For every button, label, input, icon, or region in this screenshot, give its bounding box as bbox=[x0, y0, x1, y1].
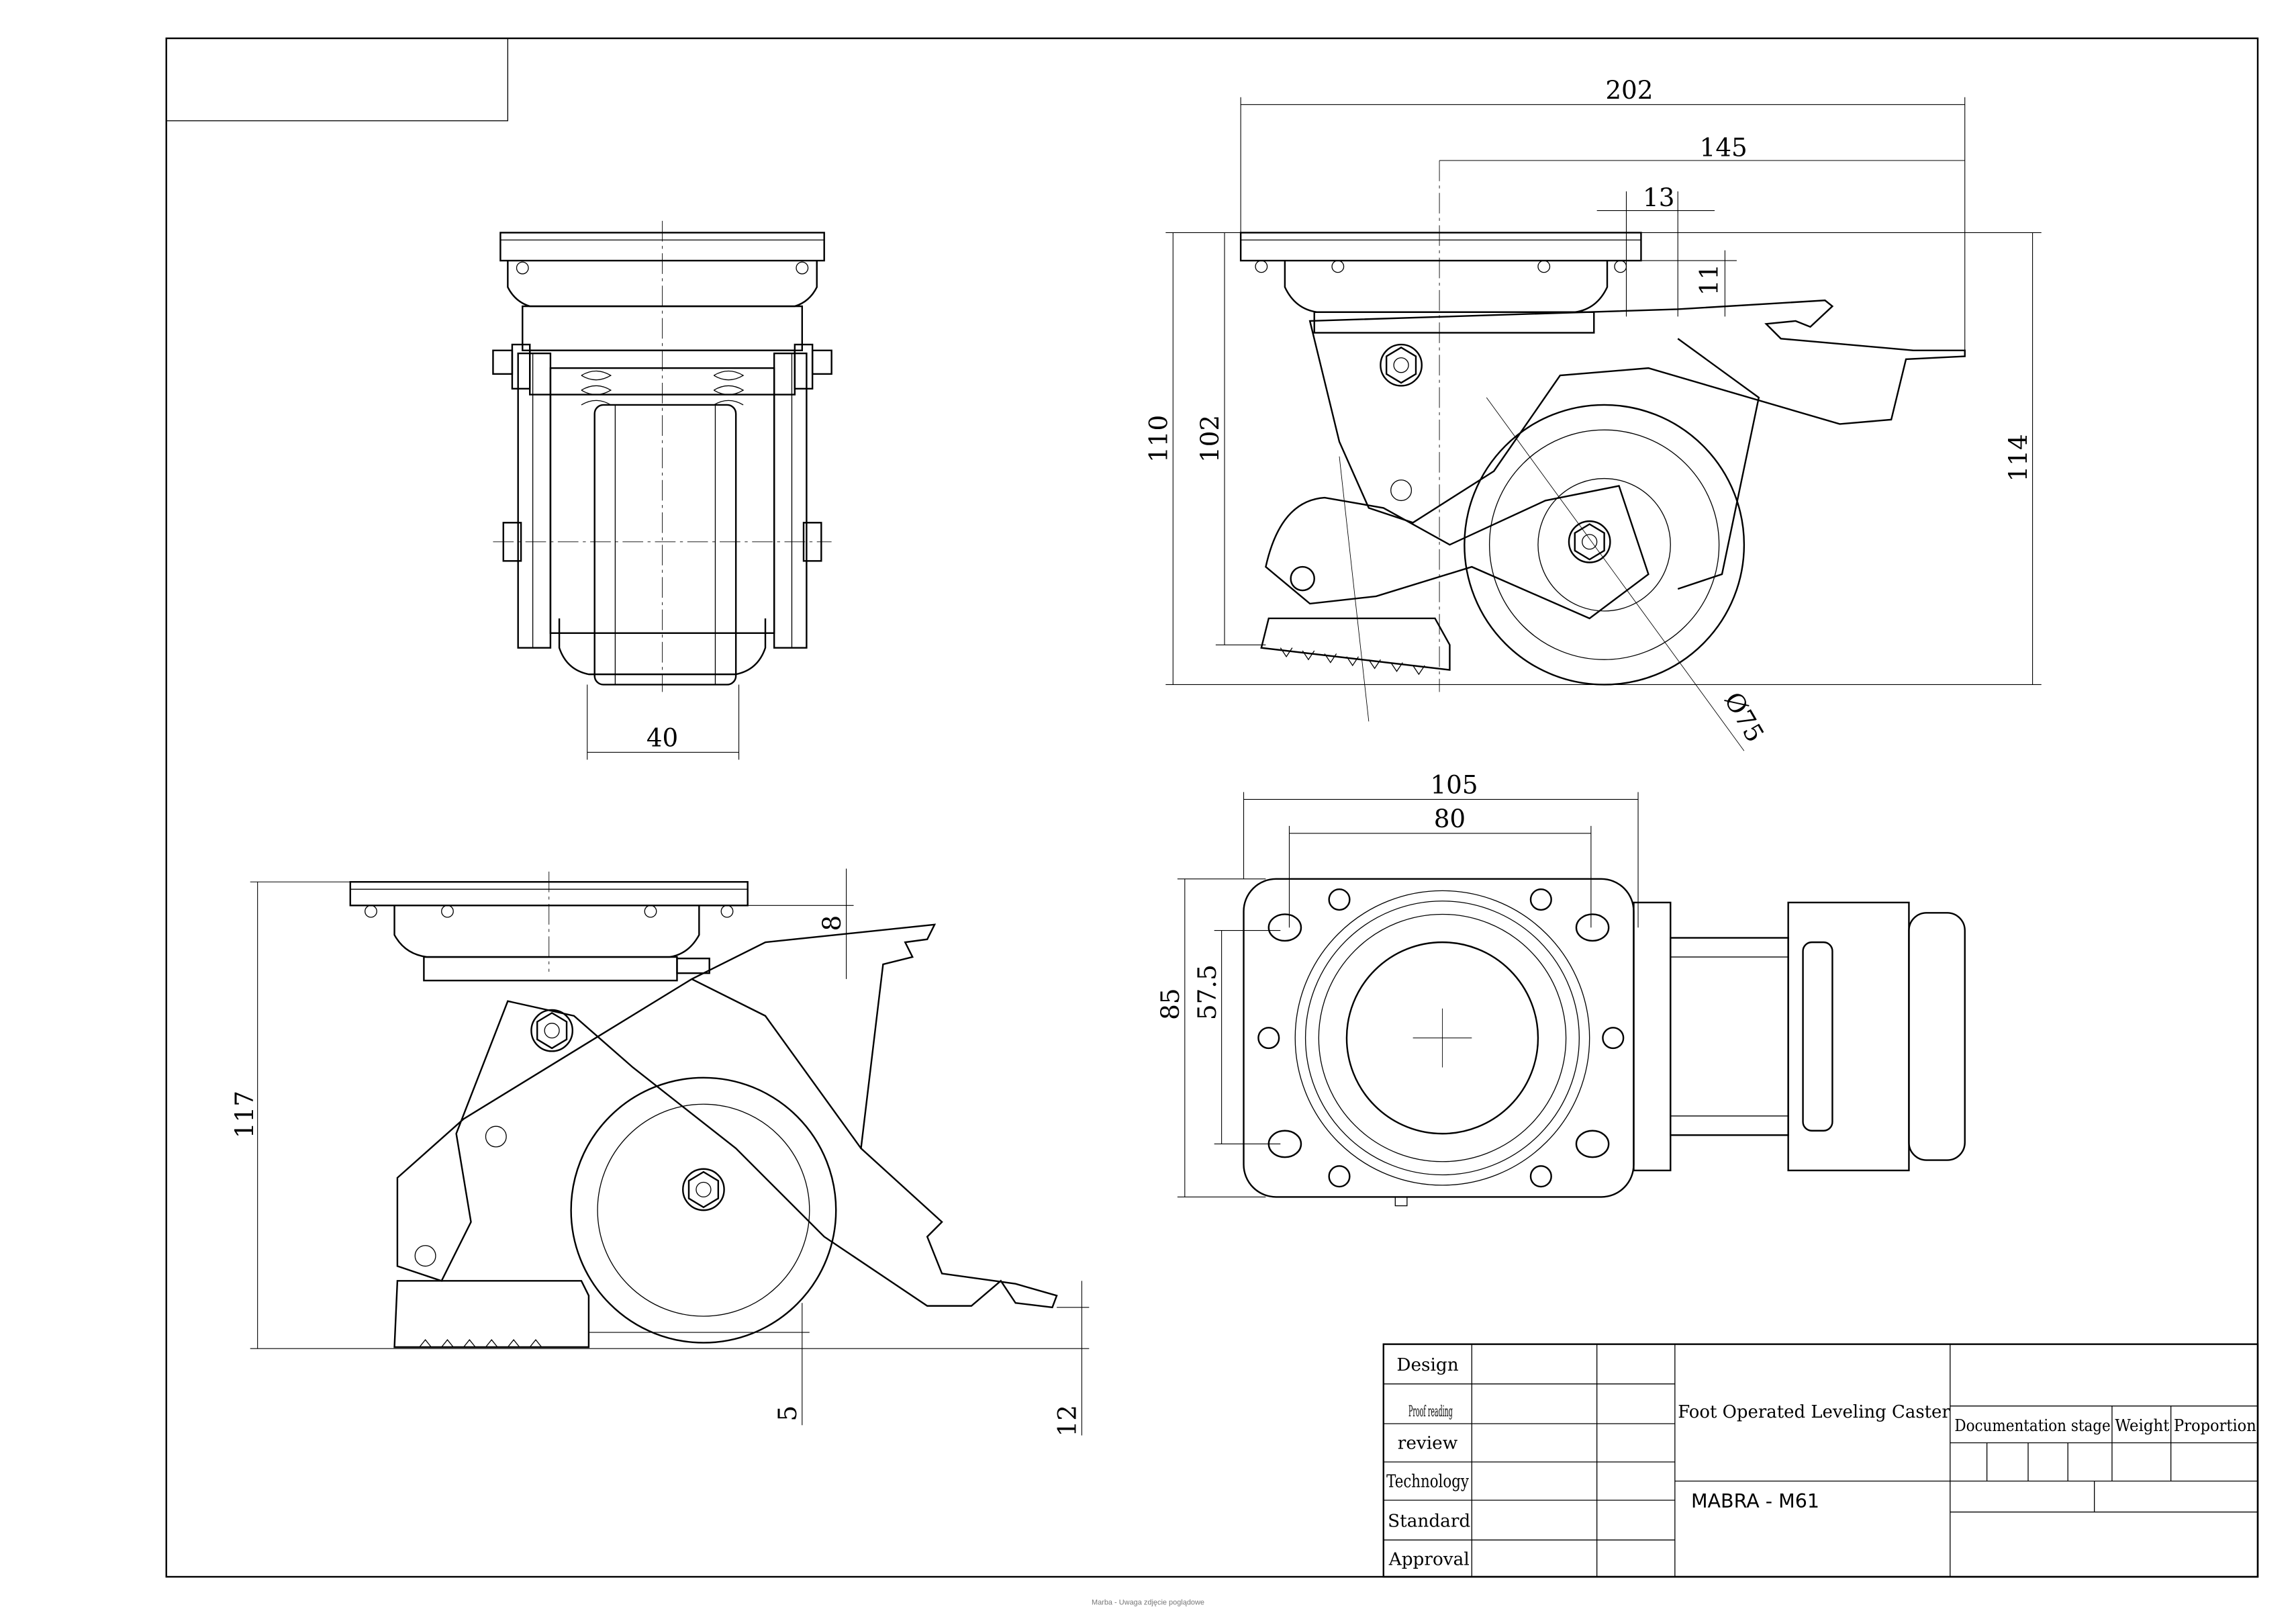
title-block-header: Weight bbox=[2115, 1416, 2169, 1435]
dim-label: 202 bbox=[1605, 75, 1653, 105]
dim-label: 13 bbox=[1643, 183, 1674, 212]
corner-box bbox=[166, 38, 509, 122]
dims-top-view: 105 80 85 57.5 bbox=[1155, 770, 1639, 1197]
title-block-row-label: Standard bbox=[1388, 1511, 1470, 1531]
front-view bbox=[492, 220, 832, 692]
title-block-row-label: Technology bbox=[1386, 1471, 1469, 1491]
caption: Marba - Uwaga zdjęcie poglądowe bbox=[1092, 1599, 1204, 1607]
dim-label: 40 bbox=[647, 723, 678, 753]
dim-label: 105 bbox=[1430, 770, 1478, 800]
dim-label: 110 bbox=[1144, 415, 1174, 463]
dim-label: 57.5 bbox=[1192, 964, 1222, 1020]
dim-label: 145 bbox=[1700, 132, 1748, 162]
title-block: Design Proof reading review Technology S… bbox=[1382, 1343, 2259, 1578]
dim-label: 114 bbox=[2003, 434, 2033, 481]
dim-label: 80 bbox=[1434, 804, 1466, 833]
dim-label: 12 bbox=[1053, 1405, 1082, 1436]
dim-label: 102 bbox=[1195, 415, 1225, 463]
dim-label: 8 bbox=[817, 915, 847, 931]
dim-label: 117 bbox=[230, 1091, 259, 1138]
title-block-row-label: Design bbox=[1396, 1355, 1458, 1375]
side-view-bottom bbox=[349, 871, 1058, 1348]
dims-side-view-top: 202 145 13 11 110 102 114 Ø75 bbox=[1144, 75, 2042, 747]
dims-side-view-bottom: 117 8 5 12 bbox=[230, 868, 1090, 1436]
title-block-row-label: Approval bbox=[1388, 1549, 1470, 1569]
dim-label: 5 bbox=[773, 1406, 802, 1422]
title-block-row-label: Proof reading bbox=[1408, 1404, 1453, 1420]
drawing-title: Foot Operated Leveling Caster bbox=[1678, 1402, 1950, 1422]
model-number: MABRA - M61 bbox=[1691, 1490, 1819, 1512]
dim-label: 85 bbox=[1155, 988, 1185, 1019]
top-view bbox=[1243, 878, 1966, 1207]
sheet-border bbox=[165, 37, 2259, 1578]
title-block-header: Documentation stage bbox=[1954, 1416, 2110, 1435]
side-view-top bbox=[1239, 160, 1966, 751]
title-block-row-label: review bbox=[1398, 1433, 1458, 1453]
title-block-header: Proportion bbox=[2174, 1416, 2256, 1435]
dim-label: 11 bbox=[1694, 264, 1723, 295]
dim-label: Ø75 bbox=[1719, 687, 1770, 747]
dim-front-width: 40 bbox=[587, 684, 740, 760]
